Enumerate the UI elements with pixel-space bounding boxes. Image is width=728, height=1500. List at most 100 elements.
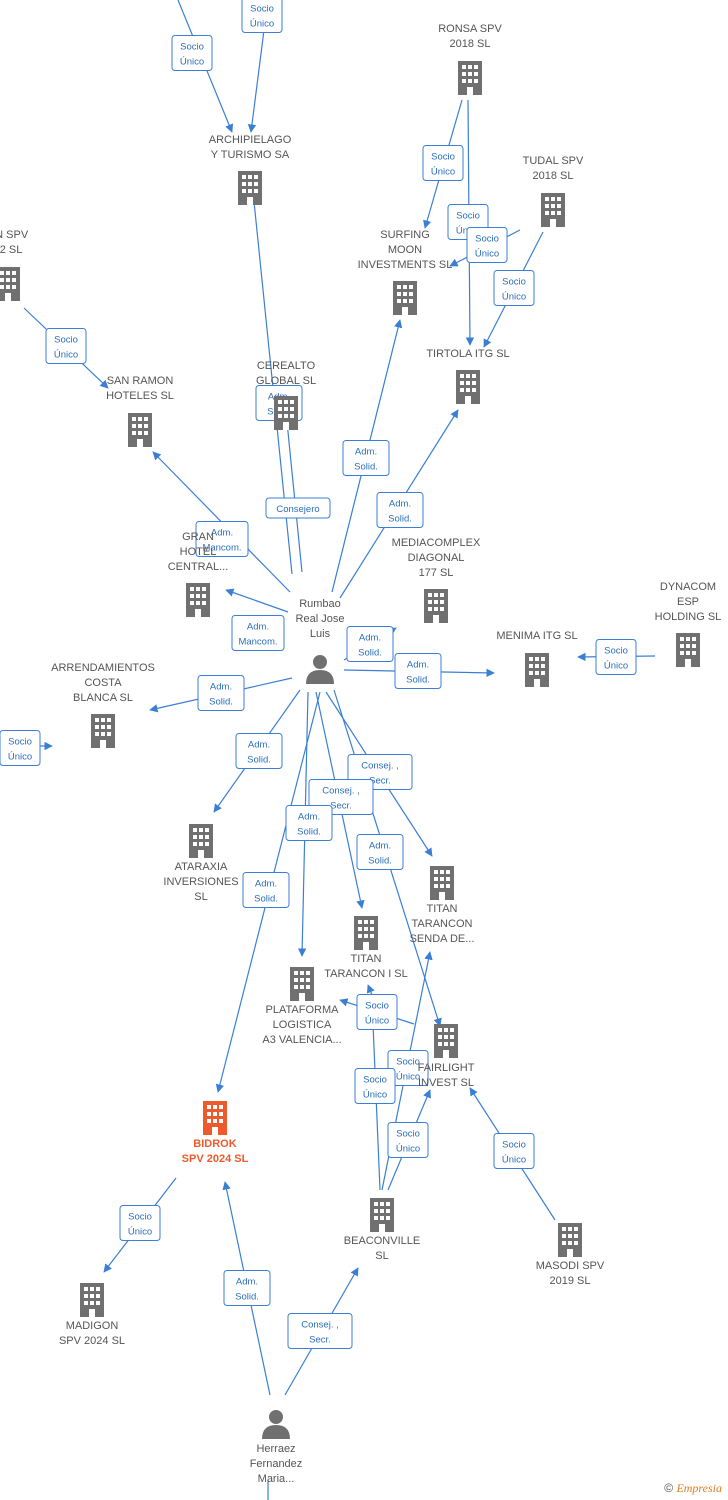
- person-icon: [306, 655, 334, 684]
- node-herraez[interactable]: HerraezFernandezMaria...: [250, 1410, 303, 1485]
- node-label: MOON: [388, 244, 422, 256]
- edge-label-text: Adm.: [298, 812, 320, 823]
- edge-label-text: Único: [128, 1227, 152, 1238]
- node-label: Real Jose: [296, 613, 345, 625]
- edge-label-text: Socio: [502, 277, 526, 288]
- node-label: INVESTMENTS SL: [358, 259, 453, 271]
- edge-label-text: Adm.: [247, 622, 269, 633]
- node-label: TIRTOLA ITG SL: [426, 348, 509, 360]
- edge-label-box: [119, 1205, 161, 1241]
- edge-label-text: Solid.: [247, 755, 271, 766]
- node-grahotel[interactable]: GRANHOTELCENTRAL...: [168, 531, 229, 617]
- building-icon: [430, 866, 454, 900]
- edge-label-text: Secr.: [369, 776, 391, 787]
- edge-label-text: Único: [180, 57, 204, 68]
- node-label: 2018 SL: [533, 170, 574, 182]
- edge-label-el9: Adm.Solid.: [342, 440, 390, 476]
- node-surfing[interactable]: SURFING MOON INVESTMENTS SL: [358, 229, 453, 315]
- node-label: 22 SL: [0, 244, 22, 256]
- edge-label-text: Consejero: [276, 504, 319, 515]
- edge-label-el11: Adm.Solid.: [376, 492, 424, 528]
- node-label: DYNACOM: [660, 581, 716, 593]
- node-label: BLANCA SL: [73, 692, 133, 704]
- building-icon: [525, 653, 549, 687]
- edge-label-box: [387, 1122, 429, 1158]
- node-label: HOTELES SL: [106, 390, 174, 402]
- node-label: SURFING: [380, 229, 430, 241]
- edge-label-box: [354, 1068, 396, 1104]
- edge-label-text: Adm.: [236, 1277, 258, 1288]
- node-label: SENDA DE...: [410, 933, 475, 945]
- edge-label-text: Único: [604, 661, 628, 672]
- node-label: PLATAFORMA: [266, 1004, 340, 1016]
- building-icon: [80, 1283, 104, 1317]
- edge-label-text: Adm.: [210, 682, 232, 693]
- edge-label-el10: Consejero: [265, 497, 331, 519]
- node-sanramon[interactable]: SAN RAMON HOTELES SL: [106, 375, 174, 447]
- node-label: GRAN: [182, 531, 214, 543]
- edge-label-box: [45, 328, 87, 364]
- edge-label-text: Único: [396, 1072, 420, 1083]
- node-label: COSTA: [84, 677, 122, 689]
- edge-label-box: [342, 440, 390, 476]
- edge-label-box: [241, 0, 283, 33]
- node-label: EN SPV: [0, 229, 29, 241]
- edge-label-text: Único: [475, 249, 499, 260]
- building-icon: [203, 1101, 227, 1135]
- node-label: SL: [194, 891, 207, 903]
- edge-label-text: Socio: [250, 4, 274, 15]
- node-menima[interactable]: MENIMA ITG SL: [496, 630, 578, 687]
- node-label: SL: [375, 1250, 388, 1262]
- edge-label-box: [287, 1313, 353, 1349]
- node-tirtola[interactable]: TIRTOLA ITG SL: [426, 348, 510, 404]
- node-label: SAN RAMON: [107, 375, 174, 387]
- edge-label-box: [285, 805, 333, 841]
- footer-brand: © Empresia: [664, 1481, 722, 1496]
- node-label: ATARAXIA: [175, 861, 228, 873]
- edge-label-box: [493, 1133, 535, 1169]
- building-icon: [290, 967, 314, 1001]
- edge-label-text: Socio: [456, 211, 480, 222]
- node-enspv[interactable]: EN SPV 22 SL: [0, 229, 29, 301]
- copyright-symbol: ©: [664, 1481, 674, 1495]
- edge-label-box: [422, 145, 464, 181]
- edge-label-text: Socio: [475, 234, 499, 245]
- edge-label-text: Socio: [128, 1212, 152, 1223]
- building-icon: [0, 267, 20, 301]
- edge-label-text: Adm.: [389, 499, 411, 510]
- edge-label-text: Socio: [396, 1129, 420, 1140]
- node-label: Rumbao: [299, 598, 341, 610]
- edge-label-text: Adm.: [369, 841, 391, 852]
- edge-label-box: [493, 270, 535, 306]
- building-icon: [558, 1223, 582, 1257]
- edge-label-text: Único: [8, 752, 32, 763]
- node-label: MEDIACOMPLEX: [392, 537, 481, 549]
- edge-label-box: [231, 615, 285, 651]
- node-label: FAIRLIGHT: [418, 1062, 475, 1074]
